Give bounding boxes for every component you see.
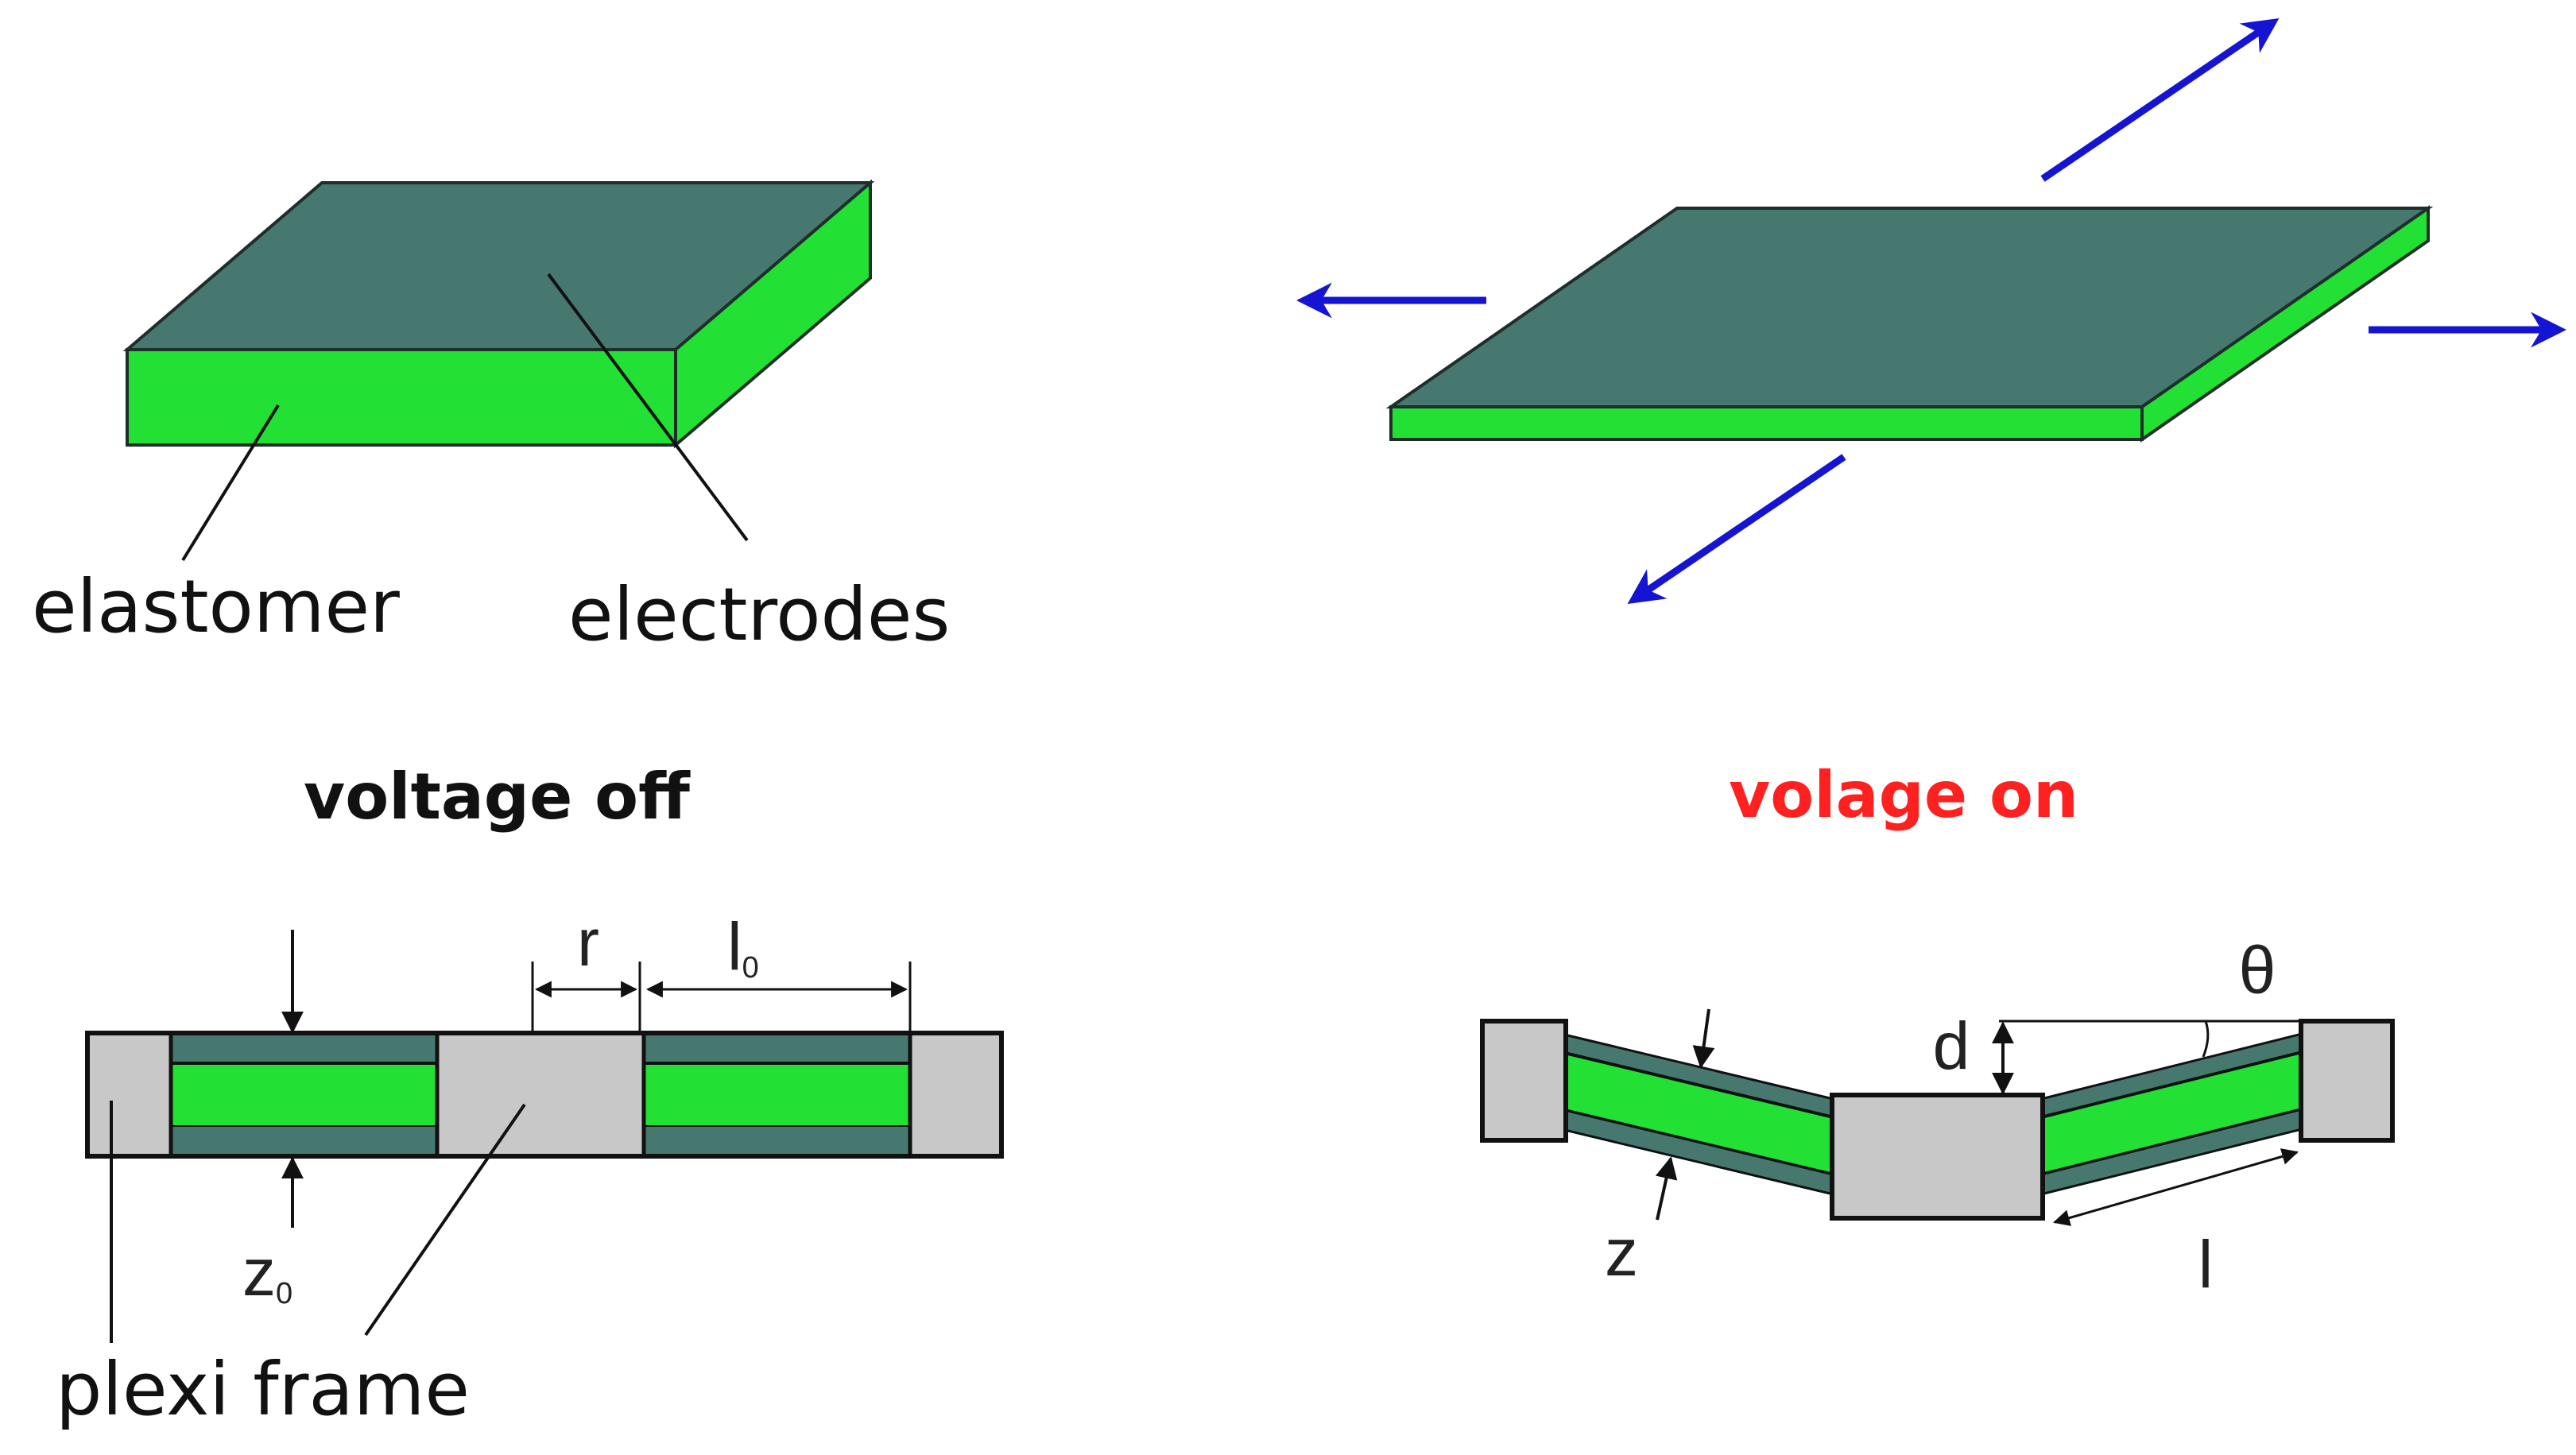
- stretched-slab-top-electrode: [1385, 207, 2434, 408]
- l-symbol: l: [2198, 1227, 2214, 1302]
- theta-symbol: θ: [2239, 933, 2276, 1008]
- right-membrane-top-electrode: [644, 1033, 910, 1063]
- plexi-frame-leader-center: [364, 1103, 526, 1337]
- cross-section-outline: [85, 1031, 1004, 1159]
- left-membrane-bottom-electrode: [171, 1127, 437, 1156]
- left-membrane-elastomer: [169, 1062, 439, 1128]
- right-membrane-bottom-electrode: [644, 1127, 910, 1156]
- elastomer-leader-line: [181, 404, 280, 562]
- deflected-frame-block-center: [1830, 1093, 2045, 1221]
- z-dimension: z: [1605, 1008, 1715, 1290]
- l-dimension: l: [2052, 1148, 2299, 1302]
- electrodes-leader-line: [547, 273, 749, 542]
- cross-section-voltage-off: [85, 1031, 1004, 1159]
- l0-dimension: l0: [645, 909, 912, 1033]
- r-dimension: r: [531, 905, 641, 1033]
- cross-section-voltage-on: [1480, 1019, 2395, 1221]
- slab-side-elastomer: [674, 179, 872, 449]
- frame-block-left: [85, 1031, 173, 1159]
- voltage-off-title: voltage off: [304, 760, 691, 834]
- d-symbol: d: [1933, 1008, 1970, 1083]
- left-membrane-top-electrode: [171, 1033, 437, 1063]
- expansion-arrows: [1296, 17, 2566, 605]
- d-dimension: d: [1933, 1008, 2309, 1095]
- voltage-on-title: volage on: [1729, 758, 2078, 832]
- elastomer-label: elastomer: [32, 564, 400, 649]
- stretched-slab-side-elastomer: [2140, 205, 2430, 443]
- right-membrane-elastomer: [642, 1062, 912, 1128]
- r-symbol: r: [577, 905, 599, 980]
- slab-front-elastomer: [126, 348, 677, 447]
- plexi-frame-label: plexi frame: [56, 1347, 470, 1432]
- slab-voltage-off: [122, 179, 875, 449]
- slab-voltage-on: [1385, 205, 2434, 443]
- l0-symbol: l0: [727, 909, 759, 985]
- theta-angle: θ: [2202, 933, 2276, 1058]
- deflected-frame-block-right: [2299, 1019, 2395, 1143]
- z0-symbol: z0: [242, 1235, 292, 1310]
- electrodes-label: electrodes: [568, 572, 950, 657]
- z0-dimension: z0: [242, 930, 304, 1310]
- arrow-up-right-icon: [2040, 17, 2280, 182]
- frame-block-center: [435, 1031, 646, 1159]
- stretched-slab-front-elastomer: [1389, 405, 2144, 441]
- deflected-frame-block-left: [1480, 1019, 1568, 1143]
- frame-block-right: [908, 1031, 1004, 1159]
- arrow-down-left-icon: [1627, 454, 1846, 605]
- z-symbol: z: [1605, 1215, 1638, 1290]
